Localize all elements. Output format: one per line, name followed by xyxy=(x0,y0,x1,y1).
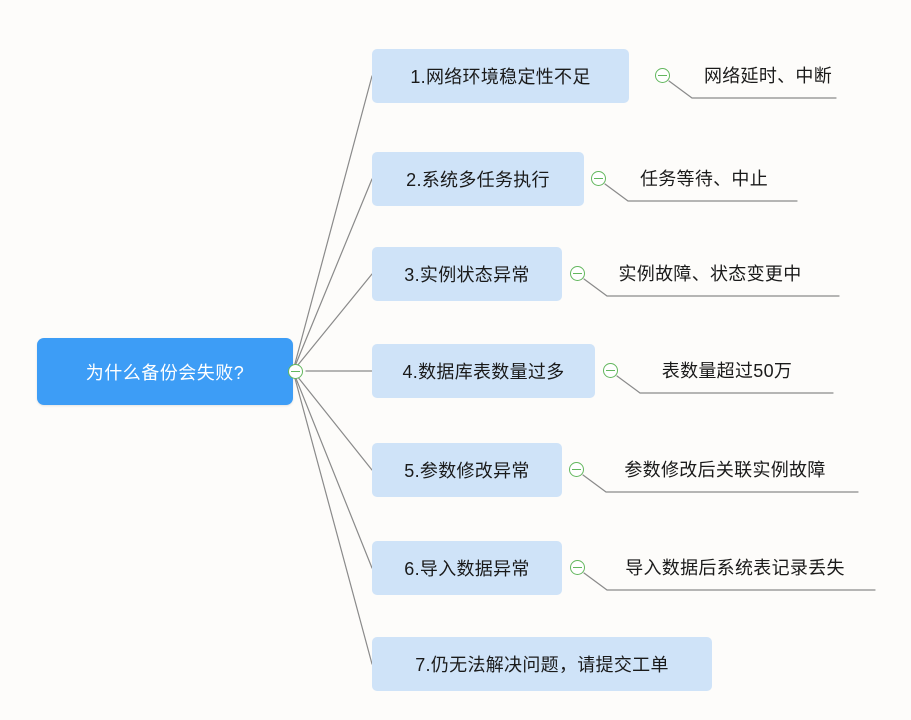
leaf-node-1-label: 网络延时、中断 xyxy=(703,66,833,86)
leaf-node-5[interactable]: 参数修改后关联实例故障 xyxy=(614,452,836,486)
leaf-node-2[interactable]: 任务等待、中止 xyxy=(636,161,772,195)
branch-node-4[interactable]: 4.数据库表数量过多 xyxy=(372,344,595,398)
leaf-node-6-label: 导入数据后系统表记录丢失 xyxy=(625,558,845,578)
branch-node-6[interactable]: 6.导入数据异常 xyxy=(372,541,562,595)
branch-node-3[interactable]: 3.实例状态异常 xyxy=(372,247,562,301)
leaf-node-4-label: 表数量超过50万 xyxy=(661,361,793,381)
root-node-label: 为什么备份会失败? xyxy=(85,362,245,383)
leaf-node-2-label: 任务等待、中止 xyxy=(639,169,769,189)
branch-3-collapse-toggle-icon[interactable] xyxy=(570,266,585,281)
branch-node-2-label: 2.系统多任务执行 xyxy=(406,170,550,190)
branch-2-collapse-toggle-icon[interactable] xyxy=(591,171,606,186)
leaf-node-3-label: 实例故障、状态变更中 xyxy=(618,264,802,284)
branch-node-3-label: 3.实例状态异常 xyxy=(404,265,530,285)
edge-root-to-branch-2 xyxy=(292,178,373,372)
edge-root-to-branch-5 xyxy=(292,370,373,471)
branch-node-1[interactable]: 1.网络环境稳定性不足 xyxy=(372,49,629,103)
branch-4-collapse-toggle-icon[interactable] xyxy=(603,363,618,378)
edge-root-to-branch-7 xyxy=(292,370,373,665)
branch-node-7-label: 7.仍无法解决问题，请提交工单 xyxy=(415,655,669,675)
leaf-node-1[interactable]: 网络延时、中断 xyxy=(700,58,836,92)
branch-5-collapse-toggle-icon[interactable] xyxy=(569,462,584,477)
branch-node-7[interactable]: 7.仍无法解决问题，请提交工单 xyxy=(372,637,712,691)
edge-root-to-branch-3 xyxy=(292,273,373,372)
leaf-node-5-label: 参数修改后关联实例故障 xyxy=(624,460,826,480)
branch-node-1-label: 1.网络环境稳定性不足 xyxy=(410,67,591,87)
branch-node-2[interactable]: 2.系统多任务执行 xyxy=(372,152,584,206)
leaf-node-4[interactable]: 表数量超过50万 xyxy=(648,353,806,387)
branch-node-5-label: 5.参数修改异常 xyxy=(404,461,530,481)
edge-root-to-branch-6 xyxy=(292,370,373,569)
leaf-node-6[interactable]: 导入数据后系统表记录丢失 xyxy=(615,550,855,584)
branch-6-collapse-toggle-icon[interactable] xyxy=(570,560,585,575)
branch-node-5[interactable]: 5.参数修改异常 xyxy=(372,443,562,497)
root-collapse-toggle-icon[interactable] xyxy=(288,364,303,379)
branch-1-collapse-toggle-icon[interactable] xyxy=(655,68,670,83)
branch-node-6-label: 6.导入数据异常 xyxy=(404,559,530,579)
branch-node-4-label: 4.数据库表数量过多 xyxy=(402,362,565,382)
root-node[interactable]: 为什么备份会失败? xyxy=(37,338,293,405)
edge-root-to-branch-1 xyxy=(292,75,373,372)
leaf-node-3[interactable]: 实例故障、状态变更中 xyxy=(615,256,805,290)
